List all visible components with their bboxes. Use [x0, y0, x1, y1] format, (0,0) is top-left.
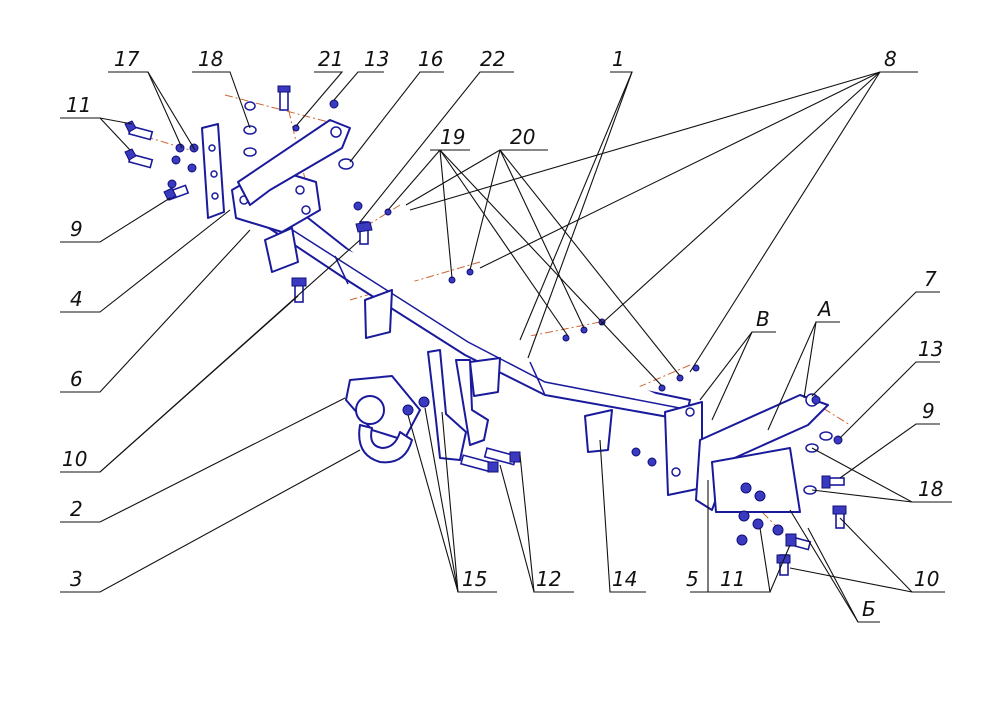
- nut-icon: [772, 524, 784, 536]
- callout-11-left: 11: [66, 93, 91, 117]
- callout-3: 3: [70, 567, 83, 591]
- washer-icon: [819, 431, 833, 441]
- callout-7: 7: [924, 267, 937, 291]
- nut-icon: [562, 334, 570, 342]
- left-vertical-plate: [201, 123, 225, 219]
- nut-icon: [676, 374, 684, 382]
- callout-1: 1: [612, 47, 625, 71]
- nut-icon: [175, 143, 185, 153]
- beam-clamps: [264, 227, 613, 453]
- bolt-icon: [291, 277, 307, 303]
- nut-icon: [631, 447, 641, 457]
- callout-view-a: А: [816, 297, 832, 321]
- callout-11-right: 11: [720, 567, 745, 591]
- nut-icon: [384, 208, 392, 216]
- bolt-icon: [483, 447, 521, 466]
- washer-icon: [243, 125, 257, 135]
- washer-icon: [243, 147, 257, 157]
- bolt-icon: [785, 533, 812, 551]
- callout-15: 15: [462, 567, 487, 591]
- callout-13-right: 13: [918, 337, 943, 361]
- bolt-icon: [277, 85, 291, 111]
- nut-icon: [187, 163, 197, 173]
- tow-bar-arm: [427, 349, 489, 461]
- callout-5: 5: [686, 567, 699, 591]
- bolt-icon: [355, 221, 373, 245]
- callout-19: 19: [440, 125, 465, 149]
- nut-icon: [402, 404, 414, 416]
- tow-ball-mount: [345, 375, 421, 464]
- nut-icon: [292, 124, 300, 132]
- callout-view-v: В: [756, 307, 770, 331]
- nut-icon: [167, 179, 177, 189]
- callout-8: 8: [884, 47, 897, 71]
- callout-14: 14: [612, 567, 637, 591]
- bolt-icon: [832, 505, 847, 529]
- nut-icon: [647, 457, 657, 467]
- callout-21: 21: [318, 47, 343, 71]
- nut-icon: [736, 534, 748, 546]
- callout-13-left: 13: [364, 47, 389, 71]
- nut-icon: [740, 482, 752, 494]
- bolt-icon: [821, 475, 845, 489]
- nut-icon: [353, 201, 363, 211]
- nut-icon: [418, 396, 430, 408]
- callout-22: 22: [480, 47, 505, 71]
- nuts-and-washers: [167, 99, 843, 546]
- callout-9-left: 9: [70, 217, 83, 241]
- callout-16: 16: [418, 47, 443, 71]
- callout-9-right: 9: [922, 399, 935, 423]
- callout-4: 4: [70, 287, 83, 311]
- callout-view-b: Б: [862, 597, 876, 621]
- bolt-icon: [124, 148, 154, 169]
- nut-icon: [658, 384, 666, 392]
- callout-labels: 1 2 3 4 5 6 7 8 9 9 10 10 11 11 12 13 13…: [62, 47, 943, 621]
- callout-10-left: 10: [62, 447, 87, 471]
- bolts: [124, 85, 847, 576]
- nut-icon: [811, 395, 821, 405]
- leader-lines: [60, 71, 952, 623]
- callout-18-right: 18: [918, 477, 943, 501]
- callout-2: 2: [70, 497, 83, 521]
- bolt-icon: [459, 454, 499, 473]
- nut-icon: [752, 518, 764, 530]
- nut-icon: [171, 155, 181, 165]
- nut-icon: [754, 490, 766, 502]
- washer-icon: [338, 158, 354, 170]
- washer-icon: [244, 101, 256, 111]
- nut-icon: [738, 510, 750, 522]
- callout-17: 17: [114, 47, 140, 71]
- bolt-icon: [163, 184, 190, 201]
- left-side-bracket: [237, 119, 351, 206]
- callout-12: 12: [536, 567, 561, 591]
- callout-6: 6: [70, 367, 83, 391]
- callout-10-right: 10: [914, 567, 939, 591]
- nut-icon: [329, 99, 339, 109]
- callout-18-left: 18: [198, 47, 223, 71]
- callout-20: 20: [510, 125, 535, 149]
